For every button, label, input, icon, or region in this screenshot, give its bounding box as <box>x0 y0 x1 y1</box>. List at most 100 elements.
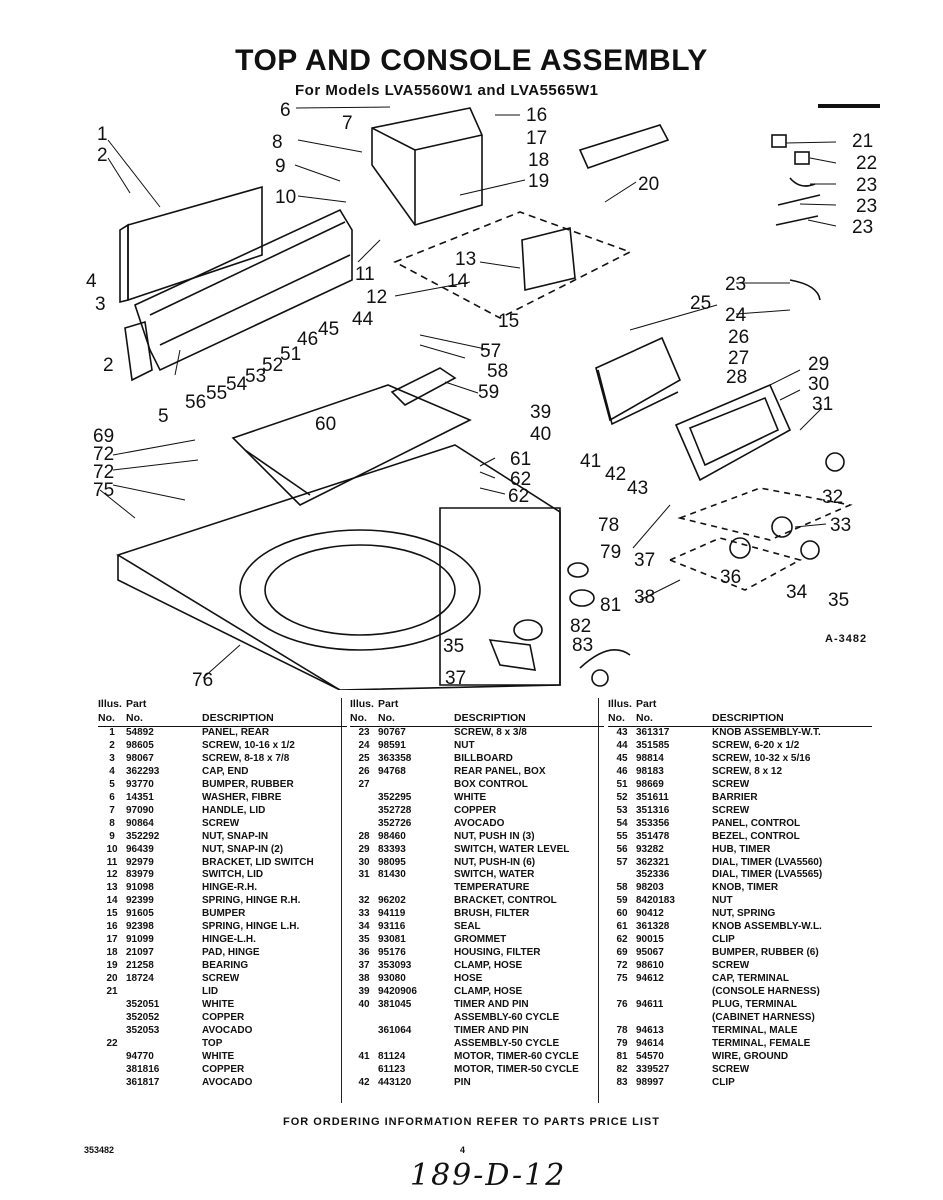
description-cell: NUT, PUSH IN (3) <box>454 830 535 842</box>
description-cell: MOTOR, TIMER-50 CYCLE <box>454 1063 579 1075</box>
callout-18a: 46 <box>297 329 318 350</box>
handwritten-note: 189-D-12 <box>410 1158 567 1193</box>
illus-no-cell: 11 <box>106 856 118 868</box>
description-cell: MOTOR, TIMER-60 CYCLE <box>454 1050 579 1062</box>
callout-21: 59 <box>478 382 499 403</box>
callout-5: 61 <box>510 449 531 470</box>
column-divider <box>598 698 599 1103</box>
illus-no-cell: 60 <box>616 908 628 920</box>
callout-83: 23 <box>856 175 877 196</box>
header-no: No. <box>350 711 378 727</box>
header-description: DESCRIPTION <box>698 711 872 727</box>
callout-62a: 32 <box>822 487 843 508</box>
description-cell: BARRIER <box>712 791 758 803</box>
callout-4: 3 <box>95 294 106 315</box>
illus-no-cell: 83 <box>616 1076 628 1088</box>
illus-no-cell: 44 <box>616 739 628 751</box>
illus-no-cell: 34 <box>358 921 370 933</box>
header-part: Part <box>126 698 147 710</box>
part-no-cell: 94768 <box>378 765 406 777</box>
description-cell: SWITCH, LID <box>202 869 264 881</box>
illus-no-cell: 30 <box>358 856 370 868</box>
callout-43: 38 <box>634 587 655 608</box>
description-cell: TEMPERATURE <box>454 882 530 894</box>
description-cell: BOX CONTROL <box>454 778 528 790</box>
description-cell: SCREW, 8 x 3/8 <box>454 727 527 738</box>
part-no-cell: 94770 <box>126 1050 154 1062</box>
page-number: 4 <box>460 1145 466 1155</box>
part-no-cell <box>126 986 188 999</box>
illus-no-cell: 69 <box>616 947 628 959</box>
description-cell: ASSEMBLY-60 CYCLE <box>454 1011 560 1023</box>
callout-57: 33 <box>830 515 851 536</box>
description-cell: SCREW <box>712 960 750 972</box>
description-cell: NUT <box>454 739 475 751</box>
description-cell: NUT, SNAP-IN <box>202 830 269 842</box>
header-illus: Illus. <box>350 698 374 710</box>
description-cell: GROMMET <box>454 934 507 946</box>
part-no-cell: 351478 <box>636 830 670 842</box>
callout-44: 37 <box>634 550 655 571</box>
part-no-cell: 92979 <box>126 856 154 868</box>
callout-23b: 41 <box>580 451 601 472</box>
description-cell: COPPER <box>202 1063 245 1075</box>
description-cell: AVOCADO <box>454 817 505 829</box>
part-no-cell: 90767 <box>378 727 406 738</box>
illus-no-cell: 25 <box>358 752 370 764</box>
part-no-cell: 352053 <box>126 1024 160 1036</box>
callout-37: 37 <box>445 668 466 689</box>
part-no-cell: 381045 <box>378 999 412 1011</box>
description-cell: SCREW <box>202 817 240 829</box>
part-no-cell: 351611 <box>636 791 669 803</box>
description-cell: SCREW, 8 x 12 <box>712 765 783 777</box>
header-no: No. <box>98 711 126 727</box>
callout-32: 40 <box>530 424 551 445</box>
callout-79: 23 <box>856 196 877 217</box>
description-cell: PAD, HINGE <box>202 947 260 959</box>
part-no-cell: 96202 <box>378 895 406 907</box>
illus-no-cell: 62 <box>616 934 628 946</box>
part-no-cell: 93116 <box>378 921 406 933</box>
part-no-cell: 362293 <box>126 765 160 777</box>
illus-no-cell: 36 <box>358 947 370 959</box>
callout-41: 13 <box>455 249 476 270</box>
table-row: ASSEMBLY-50 CYCLE <box>350 1038 604 1051</box>
callout-58: 35 <box>828 590 849 611</box>
description-cell: HOUSING, FILTER <box>454 947 541 959</box>
illus-no-cell: 19 <box>106 960 118 972</box>
description-cell: BUMPER, RUBBER (6) <box>712 947 819 959</box>
callout-69: 27 <box>728 348 749 369</box>
callout-13: 51 <box>280 344 301 365</box>
header-illus: Illus. <box>608 698 632 710</box>
part-no-cell: 94614 <box>636 1037 664 1049</box>
callout-46: 7 <box>342 113 353 134</box>
part-no-cell: 352726 <box>378 817 412 829</box>
callout-23c: 43 <box>627 478 648 499</box>
description-cell: SPRING, HINGE R.H. <box>202 895 301 907</box>
part-no-cell: 98067 <box>126 752 154 764</box>
callout-3: 2 <box>103 355 114 376</box>
illus-no-cell: 31 <box>358 869 370 881</box>
illus-no-cell <box>350 792 378 805</box>
illus-no-cell: 35 <box>358 934 370 946</box>
callout-34: 79 <box>600 542 621 563</box>
illus-no-cell <box>350 882 378 895</box>
